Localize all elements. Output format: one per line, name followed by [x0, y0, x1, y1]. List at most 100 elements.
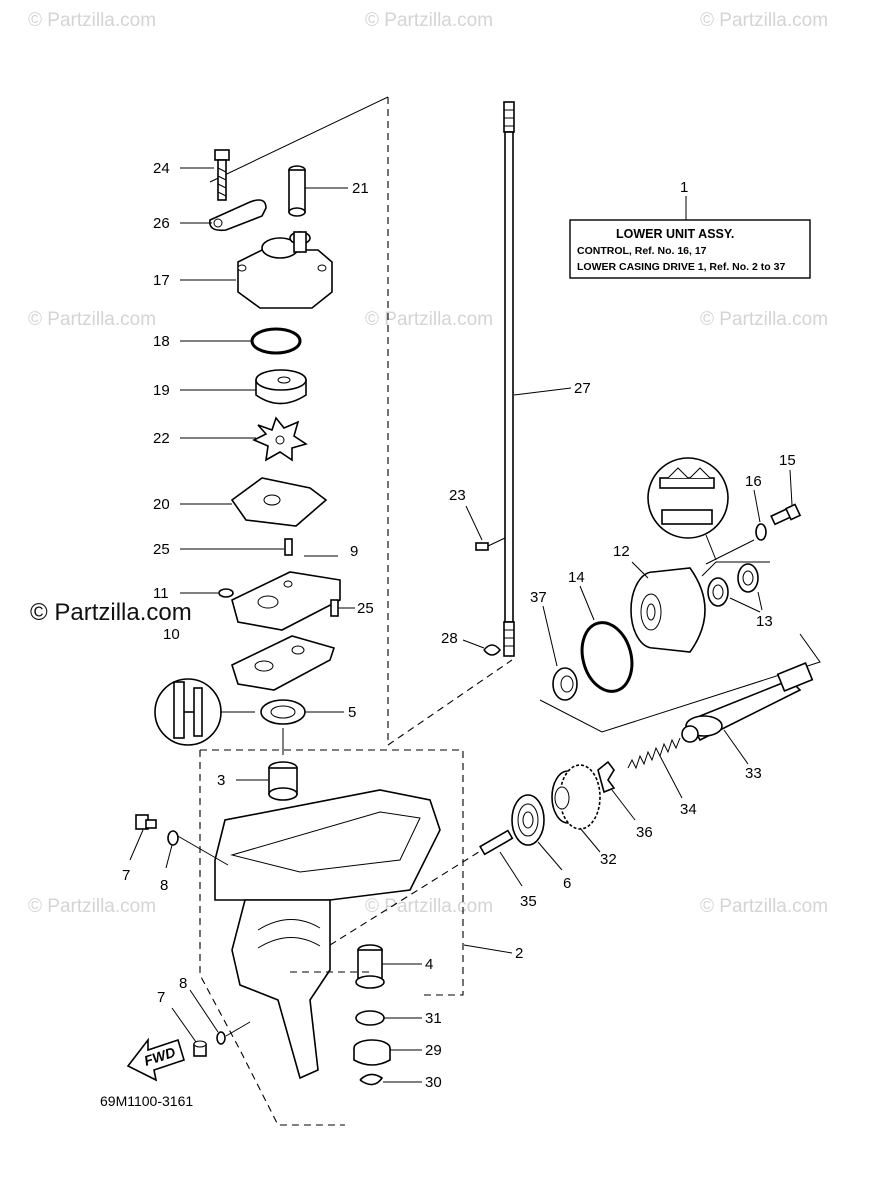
gasket-10 — [231, 635, 336, 691]
callout-33: 33 — [745, 765, 762, 782]
callout-31: 31 — [425, 1010, 442, 1027]
o-ring-18 — [250, 327, 302, 355]
control-detail-inset — [647, 457, 729, 539]
leader-line — [165, 844, 173, 869]
leader-line — [757, 591, 763, 611]
callout-37: 37 — [530, 589, 547, 606]
washer-8 — [216, 1031, 226, 1045]
frame-line — [209, 96, 389, 183]
leader-line — [701, 561, 770, 577]
leader-line — [487, 537, 506, 547]
callout-13: 13 — [756, 613, 773, 630]
callout-1: 1 — [680, 179, 688, 196]
leader-line — [129, 829, 144, 861]
ring-11 — [218, 588, 234, 598]
leader-line — [611, 789, 636, 821]
lower-casing — [214, 789, 441, 1080]
bushing-4 — [355, 944, 385, 989]
assembly-label-line2: LOWER CASING DRIVE 1, Ref. No. 2 to 37 — [577, 261, 785, 273]
drive-shaft-27 — [503, 101, 515, 657]
pin-23 — [475, 542, 489, 551]
leader-line — [753, 489, 761, 523]
watermark: © Partzilla.com — [28, 309, 156, 330]
callout-8b: 8 — [179, 975, 187, 992]
watermark: © Partzilla.com — [365, 309, 493, 330]
oil-seal-5 — [260, 699, 306, 725]
diagram-code: 69M1100-3161 — [100, 1093, 193, 1109]
leader-line — [789, 469, 793, 506]
leader-line — [659, 755, 683, 799]
callout-7b: 7 — [157, 989, 165, 1006]
watermark: © Partzilla.com — [700, 10, 828, 31]
callout-3: 3 — [217, 772, 225, 789]
callout-32: 32 — [600, 851, 617, 868]
bolt-15 — [770, 503, 802, 526]
callout-11: 11 — [153, 585, 169, 602]
callout-28: 28 — [441, 630, 458, 647]
control-housing-12 — [630, 567, 706, 653]
assembly-label-line1: CONTROL, Ref. No. 16, 17 — [577, 245, 707, 257]
shim-31 — [355, 1010, 385, 1026]
gear-32 — [551, 764, 601, 830]
callout-25a: 25 — [153, 541, 170, 558]
pin-35 — [479, 829, 514, 856]
leader-line — [171, 1007, 197, 1043]
seal-detail-inset — [154, 678, 222, 746]
washer-8 — [167, 830, 179, 846]
leader-line — [705, 539, 755, 565]
callout-5: 5 — [348, 704, 356, 721]
leader-line — [579, 585, 595, 621]
callout-25b: 25 — [357, 600, 374, 617]
callout-24: 24 — [153, 160, 170, 177]
callout-15: 15 — [779, 452, 796, 469]
callout-9: 9 — [350, 543, 358, 560]
callout-35: 35 — [520, 893, 537, 910]
callout-22: 22 — [153, 430, 170, 447]
watermark: © Partzilla.com — [700, 896, 828, 917]
leader-line — [513, 387, 572, 396]
callout-20: 20 — [153, 496, 170, 513]
group-bracket — [539, 633, 821, 733]
assembly-label-box — [569, 219, 811, 279]
callout-12: 12 — [613, 543, 630, 560]
dowel-pin-25 — [330, 599, 339, 617]
callout-18: 18 — [153, 333, 170, 350]
propeller-shaft-33 — [681, 661, 814, 743]
leader-line — [189, 989, 219, 1033]
leader-line — [225, 1021, 251, 1037]
casing-dashed-box — [199, 750, 345, 1126]
plug-7 — [193, 1040, 207, 1057]
callout-27: 27 — [574, 380, 591, 397]
callout-10: 10 — [163, 626, 180, 643]
casing-dashed-box — [200, 749, 464, 996]
leader-line — [579, 827, 601, 853]
callout-2: 2 — [515, 945, 523, 962]
clutch-36 — [597, 760, 616, 794]
ball-bearing-6 — [511, 794, 545, 846]
callout-6: 6 — [563, 875, 571, 892]
plate-26 — [209, 199, 267, 232]
circlip-30 — [359, 1073, 384, 1086]
spring-34 — [627, 737, 681, 770]
callout-4: 4 — [425, 956, 433, 973]
callout-26: 26 — [153, 215, 170, 232]
washer-37 — [552, 667, 578, 701]
watermark: © Partzilla.com — [700, 309, 828, 330]
callout-34: 34 — [680, 801, 697, 818]
pump-base-9 — [231, 571, 341, 631]
callout-7a: 7 — [122, 867, 130, 884]
callout-23: 23 — [449, 487, 466, 504]
watermark: © Partzilla.com — [28, 10, 156, 31]
bolt-24 — [214, 149, 230, 201]
watermark: © Partzilla.com — [365, 10, 493, 31]
leader-line — [463, 944, 513, 954]
plate-26-hole — [213, 218, 223, 228]
watermark: © Partzilla.com — [365, 896, 493, 917]
pinion-29 — [353, 1039, 391, 1066]
leader-line — [631, 561, 649, 579]
leader-line — [723, 729, 749, 765]
leader-line — [537, 841, 563, 871]
leader-line — [542, 605, 558, 667]
connector-dashed — [329, 849, 483, 946]
